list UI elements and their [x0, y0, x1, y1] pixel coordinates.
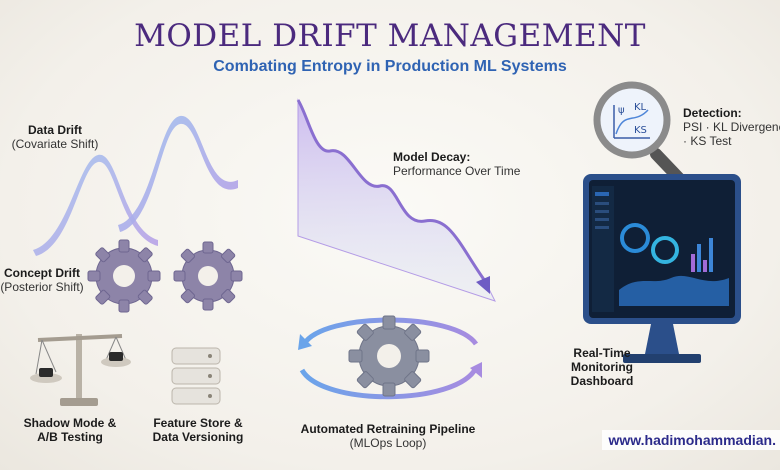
concept-drift-label: Concept Drift (Posterior Shift) [0, 266, 84, 294]
concept-drift-gears-icon [87, 239, 243, 313]
shadow-mode-label: Shadow Mode & A/B Testing [18, 416, 122, 444]
detection-label: Detection: PSI · KL Divergence · KS Test [683, 106, 780, 148]
monitoring-line3: Dashboard [570, 374, 634, 388]
retraining-subtitle: (MLOps Loop) [349, 436, 427, 450]
concept-drift-subtitle: (Posterior Shift) [0, 280, 84, 294]
concept-drift-title: Concept Drift [4, 266, 80, 280]
retraining-title: Automated Retraining Pipeline [300, 422, 476, 436]
glass-kl-label: KL [634, 102, 647, 113]
balance-scale-icon [30, 334, 131, 406]
model-decay-subtitle: Performance Over Time [393, 164, 521, 178]
detection-title: Detection: [683, 106, 742, 120]
feature-store-label: Feature Store & Data Versioning [144, 416, 252, 444]
glass-ks-label: KS [634, 125, 647, 136]
page-title: MODEL DRIFT MANAGEMENT [134, 18, 646, 54]
feature-store-line1: Feature Store & [153, 416, 243, 430]
feature-store-line2: Data Versioning [152, 430, 244, 444]
glass-psi-label: ψ [618, 105, 625, 116]
monitoring-label: Real-Time Monitoring Dashboard [556, 346, 648, 388]
data-drift-label: Data Drift (Covariate Shift) [5, 123, 105, 151]
data-drift-subtitle: (Covariate Shift) [11, 137, 99, 151]
retraining-loop-icon [298, 315, 482, 400]
monitoring-line1: Real-Time [573, 346, 631, 360]
page-subtitle: Combating Entropy in Production ML Syste… [213, 58, 567, 75]
model-decay-label: Model Decay: Performance Over Time [393, 150, 520, 178]
model-decay-chart-graphic [296, 98, 496, 302]
model-decay-title: Model Decay: [393, 150, 471, 164]
detection-line2: · KS Test [683, 134, 732, 148]
shadow-mode-line2: A/B Testing [37, 430, 103, 444]
monitoring-dashboard-graphic [583, 174, 741, 363]
data-drift-title: Data Drift [27, 123, 82, 137]
website-url-watermark: www.hadimohammadian. [602, 430, 780, 450]
detection-line1: PSI · KL Divergence [683, 120, 780, 134]
database-stack-icon [171, 347, 221, 405]
monitoring-line2: Monitoring [571, 360, 633, 374]
data-drift-curves-graphic [33, 115, 238, 256]
retraining-label: Automated Retraining Pipeline (MLOps Loo… [288, 422, 488, 450]
shadow-mode-line1: Shadow Mode & [23, 416, 117, 430]
